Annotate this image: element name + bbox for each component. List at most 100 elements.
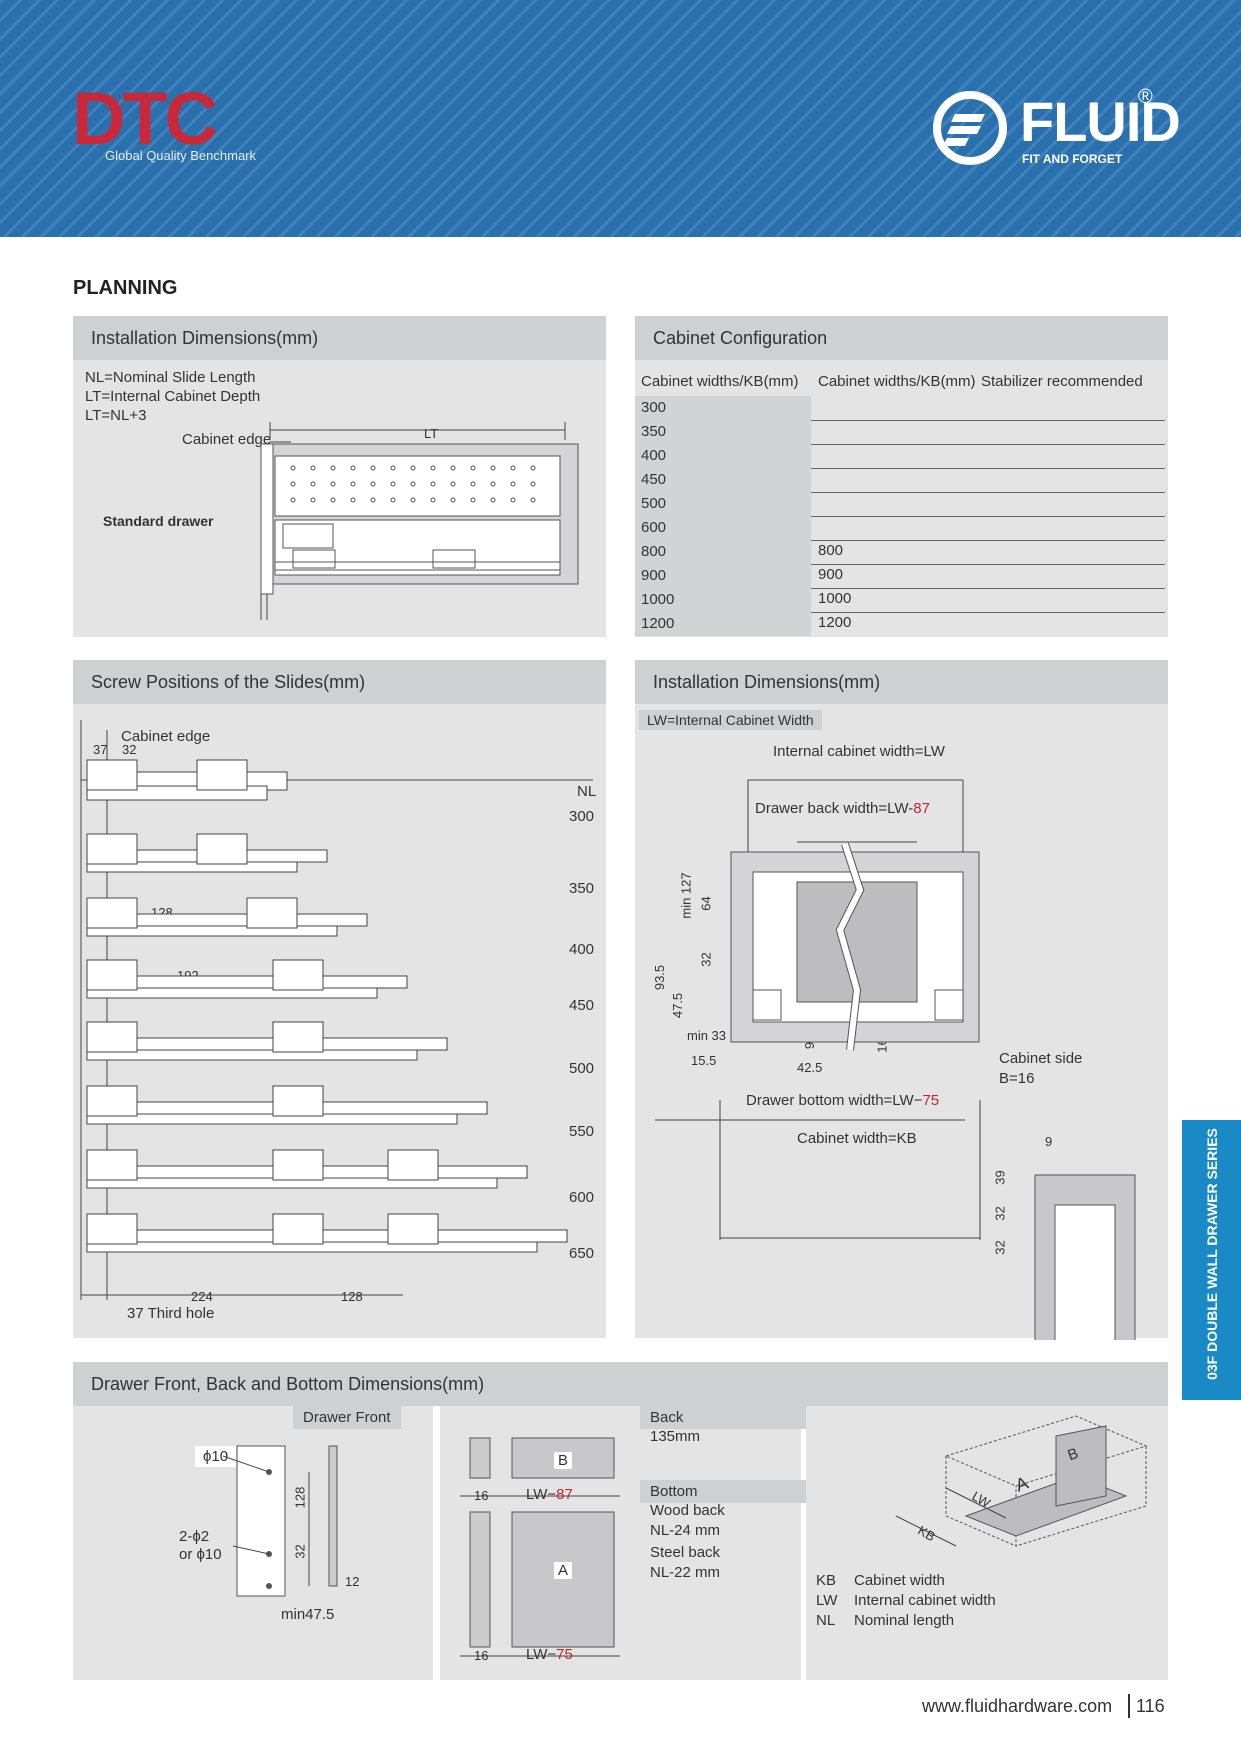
b-label: B bbox=[554, 1452, 573, 1469]
cabinet-edge-label: Cabinet edge bbox=[121, 728, 211, 745]
table-row: 350 bbox=[635, 420, 1165, 445]
min47-5-label: min47.5 bbox=[281, 1606, 335, 1623]
dim-37: 37 bbox=[93, 742, 108, 757]
nl-600: 600 bbox=[569, 1189, 595, 1206]
isometric-subpanel: B A LW KB KB Cabinet width LW Internal c… bbox=[806, 1406, 1168, 1680]
drawer-bottom-label: Drawer bottom width=LW−75 bbox=[746, 1092, 940, 1109]
screw-positions-panel: Screw Positions of the Slides(mm) Cabine… bbox=[73, 660, 606, 1338]
nl-650: 650 bbox=[569, 1245, 595, 1262]
panel-title: Drawer Front, Back and Bottom Dimensions… bbox=[73, 1362, 1168, 1406]
dim-42-5: 42.5 bbox=[797, 1060, 823, 1075]
standard-drawer-label: Standard drawer bbox=[103, 513, 214, 529]
dim-32: 32 bbox=[122, 742, 137, 757]
table-row: 400 bbox=[635, 444, 1165, 469]
back-bottom-subpanel: B A 16 16 LW−87 LW−75 Back 135mm Bottom … bbox=[440, 1406, 818, 1680]
series-side-tab-text: 03F DOUBLE WALL DRAWER SERIES bbox=[1204, 1128, 1220, 1380]
back-bottom-diagram bbox=[460, 1437, 620, 1657]
drawer-front-back-bottom-panel: Drawer Front, Back and Bottom Dimensions… bbox=[73, 1362, 1168, 1680]
slide-screw-diagram bbox=[80, 720, 593, 1300]
installation-dimensions-panel: Installation Dimensions(mm) NL=Nominal S… bbox=[73, 316, 606, 637]
panel-title: Installation Dimensions(mm) bbox=[73, 316, 606, 360]
dim-16b: 16 bbox=[474, 1648, 489, 1663]
fluid-tagline: FIT AND FORGET bbox=[1022, 152, 1123, 166]
side-dim-9: 9 bbox=[1045, 1134, 1053, 1149]
panel-title: Screw Positions of the Slides(mm) bbox=[73, 660, 606, 704]
dtc-logo-text: DTC bbox=[72, 77, 218, 160]
steel-back-value: NL-22 mm bbox=[650, 1564, 721, 1581]
dim-min33: min 33 bbox=[687, 1028, 727, 1043]
legend-kb-key: KB bbox=[816, 1572, 837, 1589]
wood-back-label: Wood back bbox=[650, 1502, 725, 1519]
table-row: 600 bbox=[635, 516, 1165, 541]
footer-divider bbox=[1128, 1694, 1130, 1718]
dim-224: 224 bbox=[191, 1289, 213, 1304]
lw87-label: LW−87 bbox=[526, 1486, 573, 1503]
holes-label-1: 2-ϕ2 bbox=[179, 1528, 210, 1545]
page-number: 116 bbox=[1136, 1696, 1165, 1716]
drawer-front-subpanel: Drawer Front ϕ10 2-ϕ2 or ϕ10 128 32 12 m… bbox=[73, 1406, 433, 1680]
note-lt: LT=Internal Cabinet Depth bbox=[85, 388, 261, 405]
page-title: PLANNING bbox=[73, 277, 178, 299]
cabinet-configuration-panel: Cabinet Configuration Cabinet widths/KB(… bbox=[635, 316, 1168, 637]
fluid-logo-text: FLUID bbox=[1020, 90, 1181, 153]
dim-16a: 16 bbox=[474, 1488, 489, 1503]
nl-label: NL bbox=[577, 783, 597, 800]
holes-label-2: or ϕ10 bbox=[179, 1546, 222, 1563]
installation-width-panel: Installation Dimensions(mm) LW=Internal … bbox=[635, 660, 1168, 1340]
legend-lw-text: Internal cabinet width bbox=[854, 1592, 996, 1609]
internal-width-label: Internal cabinet width=LW bbox=[773, 743, 945, 760]
third-hole-label: 37 Third hole bbox=[127, 1305, 215, 1322]
legend-lw-key: LW bbox=[816, 1592, 838, 1609]
dim-128-b: 128 bbox=[341, 1289, 363, 1304]
fluid-logo-icon bbox=[933, 91, 1007, 165]
lw-note: LW=Internal Cabinet Width bbox=[639, 710, 822, 730]
back-label: Back bbox=[640, 1406, 814, 1429]
table-row: 300 bbox=[635, 396, 1165, 421]
drawer-front-diagram bbox=[222, 1445, 338, 1597]
legend-kb-text: Cabinet width bbox=[854, 1572, 945, 1589]
footer-url[interactable]: www.fluidhardware.com bbox=[922, 1696, 1113, 1716]
table-row: 500 bbox=[635, 492, 1165, 517]
config-header-1: Cabinet widths/KB(mm) bbox=[641, 373, 799, 390]
legend-nl-key: NL bbox=[816, 1612, 836, 1629]
cabinet-front-diagram bbox=[655, 779, 1136, 1340]
note-nl: NL=Nominal Slide Length bbox=[85, 369, 256, 386]
drawer-front-label: Drawer Front bbox=[293, 1406, 401, 1429]
dim-15-5: 15.5 bbox=[691, 1053, 717, 1068]
panel-title: Installation Dimensions(mm) bbox=[635, 660, 1168, 704]
drawer-back-label: Drawer back width=LW-87 bbox=[755, 800, 930, 817]
wood-back-value: NL-24 mm bbox=[650, 1522, 721, 1539]
lw75-label: LW−75 bbox=[526, 1646, 573, 1663]
page-header: DTC Global Quality Benchmark FLUID ® FIT… bbox=[0, 0, 1241, 237]
back-value: 135mm bbox=[650, 1428, 701, 1445]
config-header-2: Cabinet widths/KB(mm) bbox=[818, 373, 976, 390]
dtc-tagline: Global Quality Benchmark bbox=[105, 148, 257, 163]
panel-title: Cabinet Configuration bbox=[635, 316, 1168, 360]
phi10-label: ϕ10 bbox=[195, 1446, 237, 1467]
drawer-isometric-diagram bbox=[895, 1415, 1148, 1547]
fluid-logo: FLUID ® FIT AND FORGET bbox=[930, 86, 1181, 168]
note-lt-formula: LT=NL+3 bbox=[85, 407, 147, 424]
cabinet-side-label: Cabinet side bbox=[999, 1050, 1083, 1067]
dtc-logo: DTC Global Quality Benchmark bbox=[72, 77, 257, 164]
drawer-side-diagram bbox=[260, 422, 579, 620]
table-row: 450 bbox=[635, 468, 1165, 493]
b16-label: B=16 bbox=[999, 1070, 1035, 1087]
steel-back-label: Steel back bbox=[650, 1544, 721, 1561]
cabinet-edge-label: Cabinet edge bbox=[182, 431, 272, 448]
fluid-reg-mark: ® bbox=[1138, 86, 1153, 108]
nl-350: 350 bbox=[569, 880, 595, 897]
nl-450: 450 bbox=[569, 997, 595, 1014]
legend-nl-text: Nominal length bbox=[854, 1612, 955, 1629]
nl-400: 400 bbox=[569, 941, 595, 958]
series-side-tab: 03F DOUBLE WALL DRAWER SERIES bbox=[1182, 1120, 1241, 1400]
nl-550: 550 bbox=[569, 1123, 595, 1140]
bottom-label: Bottom bbox=[640, 1480, 818, 1503]
config-header-3: Stabilizer recommended bbox=[981, 373, 1143, 390]
nl-500: 500 bbox=[569, 1060, 595, 1077]
